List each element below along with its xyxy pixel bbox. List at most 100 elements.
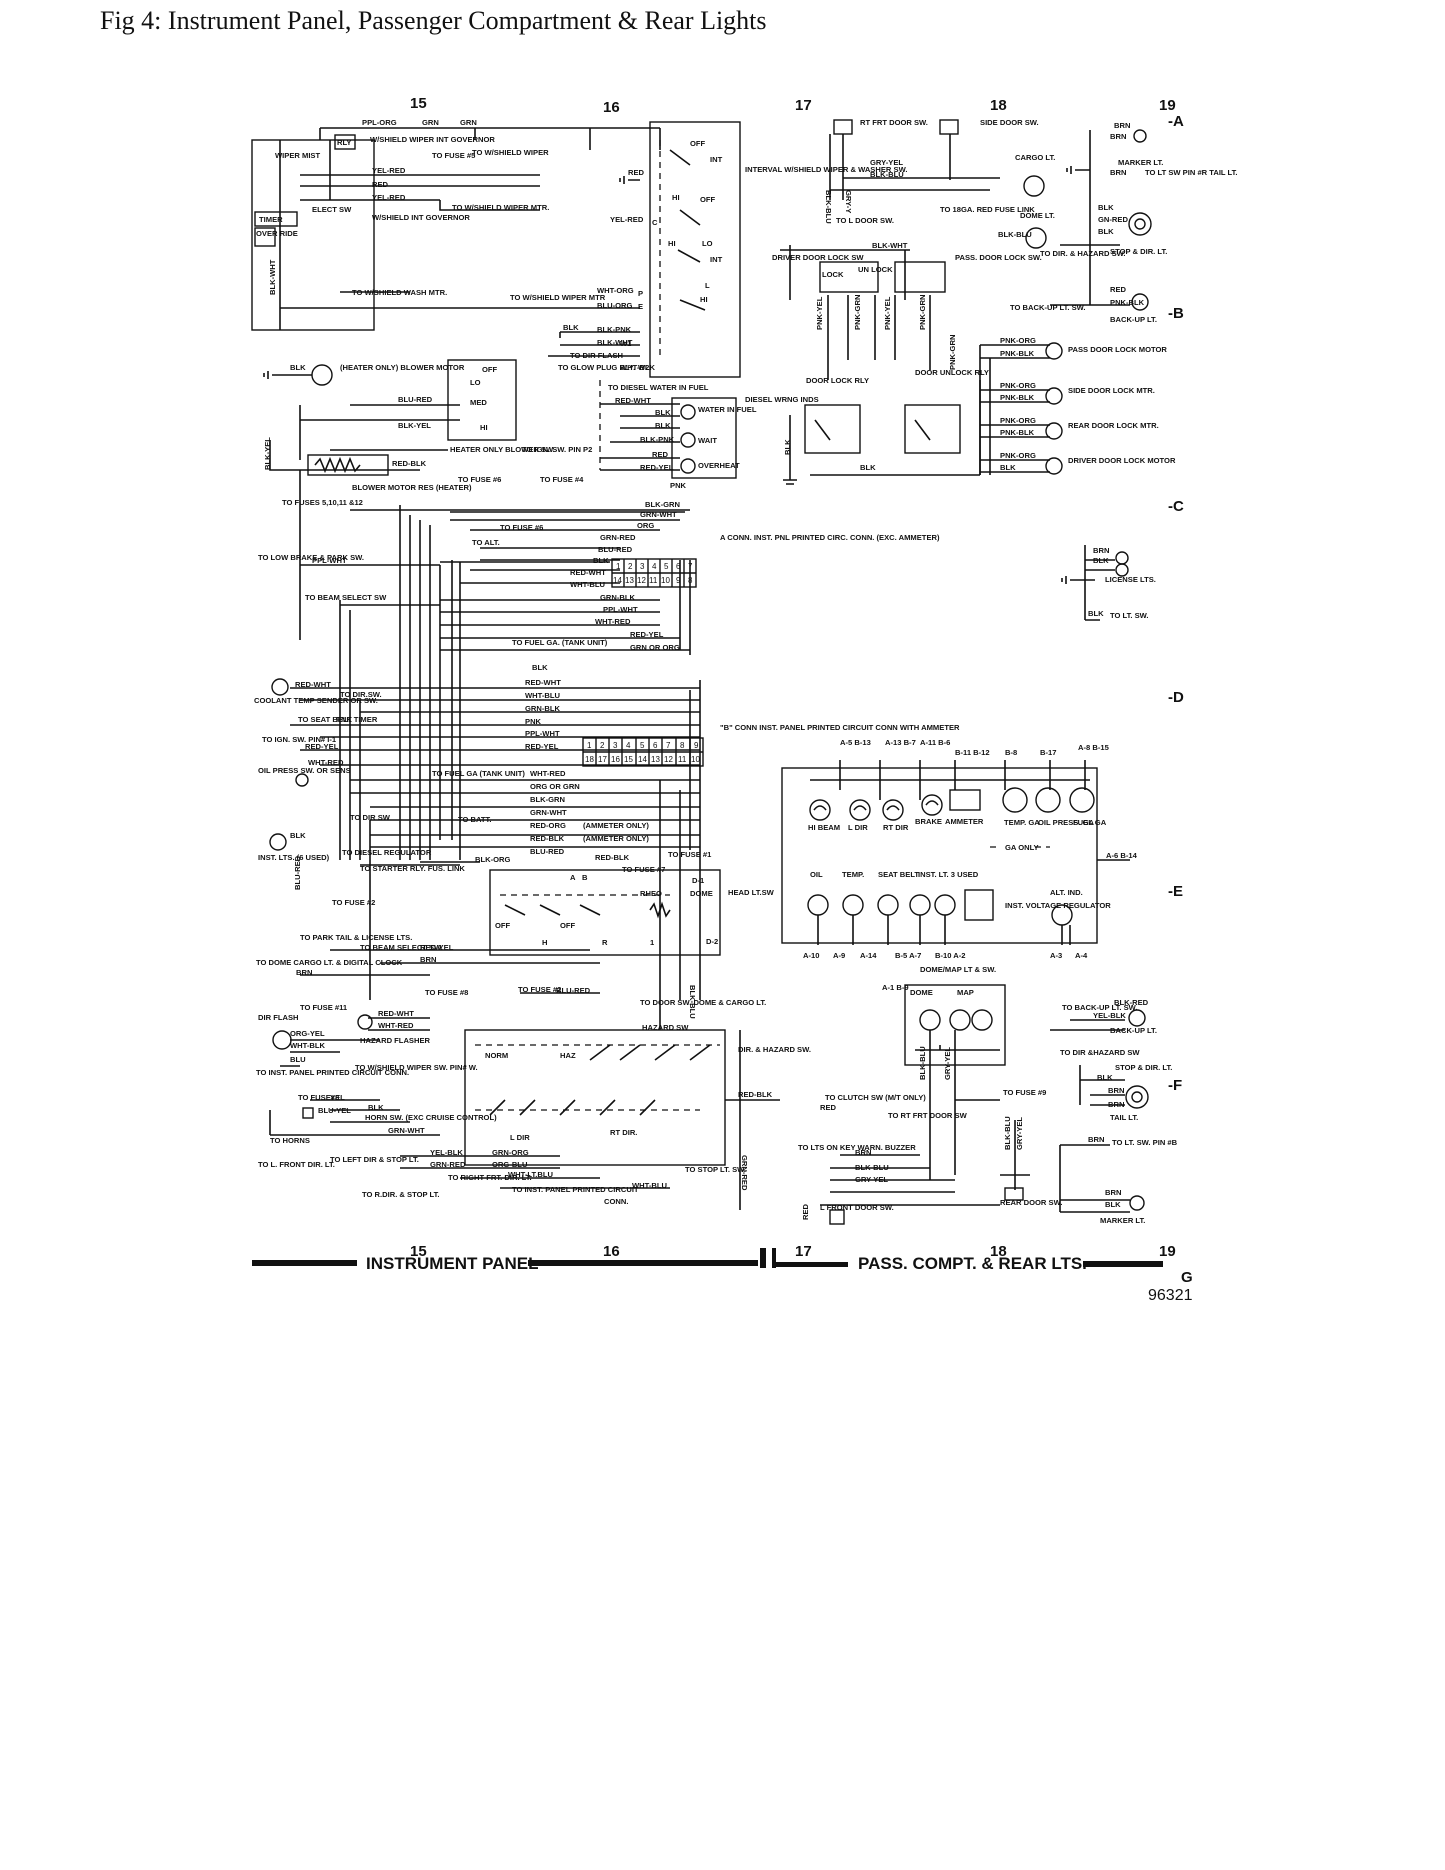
grid-column-19: 19 [1159, 97, 1176, 114]
to-ign-sw-pin: TO IGN. SW. PIN# I-1 [262, 735, 337, 744]
dome-map-rear: A-1 B-9 DOME MAP BLK-BLU GRY-YEL TO FUSE… [798, 983, 1178, 1225]
ammeter-ind: AMMETER [945, 817, 984, 826]
rt-dir-ind: RT DIR [883, 823, 909, 832]
to-beam-select: TO BEAM SELECT SW [305, 593, 387, 602]
wire-wht-blk: WHT-BLK [620, 363, 656, 372]
oil-press-sw: OIL PRESS SW. OR SENS [258, 766, 351, 775]
cl-top-7: A-8 B-15 [1078, 743, 1110, 752]
pin-a-5: 5 [664, 562, 669, 571]
cl-bot-7: A-4 [1075, 951, 1088, 960]
wire-wht-red-oil: WHT-RED [308, 758, 344, 767]
pin-b-15: 15 [624, 755, 633, 764]
rear-lights-top: BRN BRN MARKER LT. BRN TO LT SW PIN #R T… [1010, 121, 1238, 324]
figure-title: Fig 4: Instrument Panel, Passenger Compa… [100, 6, 767, 35]
grid-row-f: -F [1168, 1077, 1182, 1094]
wire-brn-r2: BRN [1110, 168, 1126, 177]
l-dir-ind: L DIR [848, 823, 868, 832]
wire-red-v: RED [801, 1203, 810, 1220]
wiper-system: PPL-ORG GRN GRN RLY W/SHIELD WIPER INT G… [251, 118, 907, 378]
wire-blk-pnk-d: BLK-PNK [640, 435, 675, 444]
wire-red-wht-hz: RED-WHT [378, 1009, 414, 1018]
wire-grn-wht-b: GRN-WHT [530, 808, 567, 817]
horn-sw: HORN SW. (EXC CRUISE CONTROL) [365, 1113, 497, 1122]
hazard-dir-switch: TO FUSE #11 DIR FLASH RED-WHT WHT-RED OR… [256, 1003, 811, 1206]
blower-motor-label: (HEATER ONLY) BLOWER MOTOR [340, 363, 465, 372]
to-low-brake: TO LOW BRAKE & PARK SW. [258, 553, 364, 562]
dir-flash-label: DIR FLASH [258, 1013, 299, 1022]
blower-med: MED [470, 398, 487, 407]
connector-b: 1 2 3 4 5 6 7 8 9 18 17 16 15 14 13 12 1… [582, 737, 704, 767]
page-id: 96321 [1148, 1287, 1193, 1304]
term-e: E [638, 302, 643, 311]
to-fuse-11: TO FUSE #11 [300, 1003, 348, 1012]
wire-brn-hl: BRN [420, 955, 436, 964]
to-horns: TO HORNS [270, 1136, 310, 1145]
cl-top-2: A-13 B-7 [885, 738, 916, 747]
to-diesel-water: TO DIESEL WATER IN FUEL [608, 383, 709, 392]
to-seat-belt: TO SEAT BELT TIMER [298, 715, 378, 724]
pin-a-7: 7 [688, 562, 693, 571]
wire-blk-blu-top: BLK-BLU [870, 170, 904, 179]
footer-column-15: 15 [410, 1243, 427, 1260]
footer-instrument-panel: INSTRUMENT PANEL [366, 1254, 539, 1273]
left-rail [279, 140, 741, 1210]
pin-a-12: 12 [637, 576, 646, 585]
wire-red-clutch: RED [820, 1103, 837, 1112]
wire-red-1: RED [372, 180, 389, 189]
sw-hi-3: HI [700, 295, 708, 304]
wire-blk-bu: BLK-RED [1114, 998, 1149, 1007]
wire-blk-b: BLK [532, 663, 548, 672]
wire-blk-wht-v: BLK-WHT [268, 259, 277, 295]
grid-row-c: -C [1168, 498, 1184, 515]
term-d2: D-2 [706, 937, 718, 946]
dir-hazard-sw: DIR. & HAZARD SW. [738, 1045, 811, 1054]
rear-door-sw: REAR DOOR SW. [1000, 1198, 1062, 1207]
driver-door-lock-motor: DRIVER DOOR LOCK MOTOR [1068, 456, 1176, 465]
to-door-sw: TO DOOR SW. DOME & CARGO LT. [640, 998, 766, 1007]
wire-blk-1: BLK [563, 323, 579, 332]
side-door-lock-mtr: SIDE DOOR LOCK MTR. [1068, 386, 1155, 395]
cargo-lt: CARGO LT. [1015, 153, 1055, 162]
sw-hi-2: HI [668, 239, 676, 248]
wire-wht-red-a: WHT-RED [595, 617, 631, 626]
blower-res-label: BLOWER MOTOR RES (HEATER) [352, 483, 472, 492]
stop-dir-lt2: STOP & DIR. LT. [1115, 1063, 1172, 1072]
to-fuel-ga: TO FUEL GA. (TANK UNIT) [512, 638, 608, 647]
wire-blk-red-bu: YEL-BLK [1093, 1011, 1126, 1020]
pin-b-6: 6 [653, 741, 658, 750]
cl-top-6: B-17 [1040, 748, 1056, 757]
wire-grn-blk-a: GRN-BLK [600, 593, 636, 602]
term-1: 1 [650, 938, 655, 947]
cl-top-4: B-11 B-12 [955, 748, 990, 757]
wire-blk-blu-v: BLK-BLU [688, 985, 697, 1019]
head-lt-sw: HEAD LT.SW [728, 888, 775, 897]
cl-top-1: A-5 B-13 [840, 738, 871, 747]
pin-b-18: 18 [585, 755, 594, 764]
coolant-temp-sender: COOLANT TEMP SENDER OR SW. [254, 696, 378, 705]
to-fuse-6b: TO FUSE #6 [500, 523, 543, 532]
headlight-switch: TO STARTER RLY. FUS. LINK BLK-ORG TO FUS… [256, 850, 775, 1019]
term-p: P [638, 289, 643, 298]
drivers-door-lock-sw: DRIVER DOOR LOCK SW [772, 253, 864, 262]
to-fuse-6: TO FUSE #6 [458, 475, 501, 484]
wire-pnk-d: PNK [670, 481, 687, 490]
timer-label: TIMER [259, 215, 283, 224]
overheat-ind: OVERHEAT [698, 461, 740, 470]
marker-lt-1: MARKER LT. [1118, 158, 1163, 167]
wire-red-blk-b: RED-BLK [530, 834, 565, 843]
door-lock-rly: DOOR LOCK RLY [806, 376, 869, 385]
hi-beam: HI BEAM [808, 823, 840, 832]
cl-bot-4: B-5 A-7 [895, 951, 921, 960]
wire-blk-blu-dm: BLK-BLU [918, 1046, 927, 1080]
wire-blk-blu-v3: BLK-BLU [1003, 1116, 1012, 1150]
wire-red-r: PNK-BLK [1110, 298, 1145, 307]
wire-org-or-grn: ORG OR GRN [530, 782, 580, 791]
side-door-sw: SIDE DOOR SW. [980, 118, 1039, 127]
term-h: H [542, 938, 547, 947]
wire-pnk-grn-1: PNK-GRN [853, 295, 862, 330]
to-backup-sw2: TO BACK-UP LT. SW. [1062, 1003, 1138, 1012]
blower-off: OFF [482, 365, 498, 374]
wire-grn-2: GRN [460, 118, 477, 127]
wire-red-d: RED [652, 450, 669, 459]
temp-ga: TEMP. GA [1004, 818, 1040, 827]
